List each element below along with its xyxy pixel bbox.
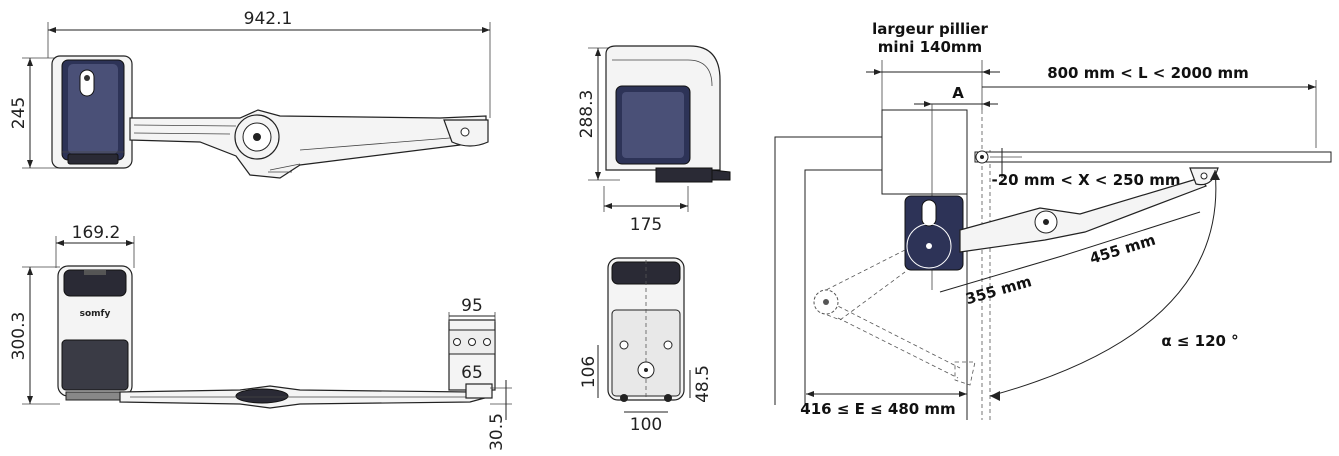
pillar [881, 109, 968, 195]
side-view: 288.3 175 [577, 45, 731, 235]
installation-diagram: largeur pillier mini 140mm 800 mm < L < … [774, 20, 1332, 420]
somfy-logo: somfy [80, 309, 111, 319]
rear-horizontal-dim: 100 [630, 415, 662, 435]
side-depth-dim: 175 [630, 215, 662, 235]
rear-view: 106 100 48.5 [579, 257, 713, 435]
rear-vertical-dim: 106 [579, 356, 599, 388]
gate-leaf [974, 151, 1332, 163]
bracket-offset-dim: 30.5 [487, 413, 507, 451]
bracket-width-dim: 95 [461, 296, 483, 316]
e-range-label: 416 ≤ E ≤ 480 mm [800, 400, 955, 418]
x-range-label: -20 mm < X < 250 mm [992, 171, 1181, 189]
bracket-holes-dim: 65 [461, 363, 483, 383]
top-height-dim: 245 [9, 97, 29, 129]
pillar-width-label-1: largeur pillier [872, 20, 988, 38]
length-label: 800 mm < L < 2000 mm [1047, 64, 1249, 82]
front-height-dim: 300.3 [9, 312, 29, 361]
a-label: A [952, 84, 964, 102]
rear-offset-dim: 48.5 [693, 365, 713, 403]
top-view: 942.1 245 [9, 9, 491, 179]
pillar-width-label-2: mini 140mm [878, 38, 982, 56]
side-height-dim: 288.3 [577, 90, 597, 139]
front-view: 169.2 300.3 somfy 95 65 [9, 223, 512, 451]
top-width-dim: 942.1 [244, 9, 293, 29]
arm-short-label: 355 mm [964, 272, 1034, 308]
angle-label: α ≤ 120 ° [1161, 332, 1238, 350]
front-width-dim: 169.2 [72, 223, 121, 243]
